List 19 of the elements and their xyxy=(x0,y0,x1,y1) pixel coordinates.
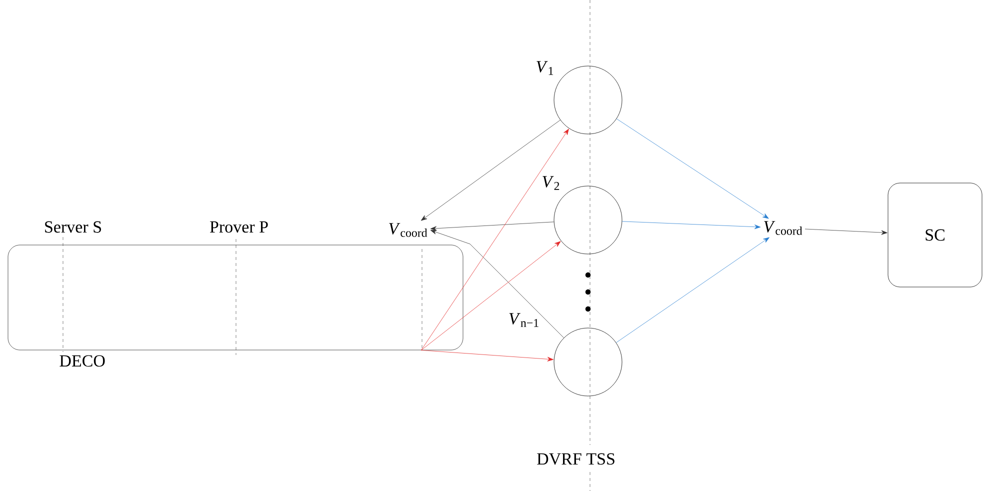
section-label: DVRF TSS xyxy=(537,453,614,465)
coordinator-label: V$_{coord}$ xyxy=(389,223,428,237)
node-label: V xyxy=(542,176,554,188)
deco-box: DECO xyxy=(8,244,464,367)
arrow xyxy=(421,128,569,350)
coordinator-label: V$_{coord}$ xyxy=(764,221,802,235)
contract-box: SC xyxy=(888,182,982,288)
node-label: DECO xyxy=(60,355,105,367)
arrow xyxy=(421,241,561,350)
arrow xyxy=(430,222,554,231)
node-label: V$_{1}$ xyxy=(536,61,554,75)
arrow xyxy=(804,228,888,235)
arrow xyxy=(421,350,554,362)
arrow xyxy=(616,118,769,219)
arrow xyxy=(616,237,770,343)
arrow xyxy=(420,120,560,221)
arrow xyxy=(622,221,761,230)
arrow xyxy=(430,230,564,338)
node-label: V$_{n−1}$ xyxy=(509,313,538,327)
